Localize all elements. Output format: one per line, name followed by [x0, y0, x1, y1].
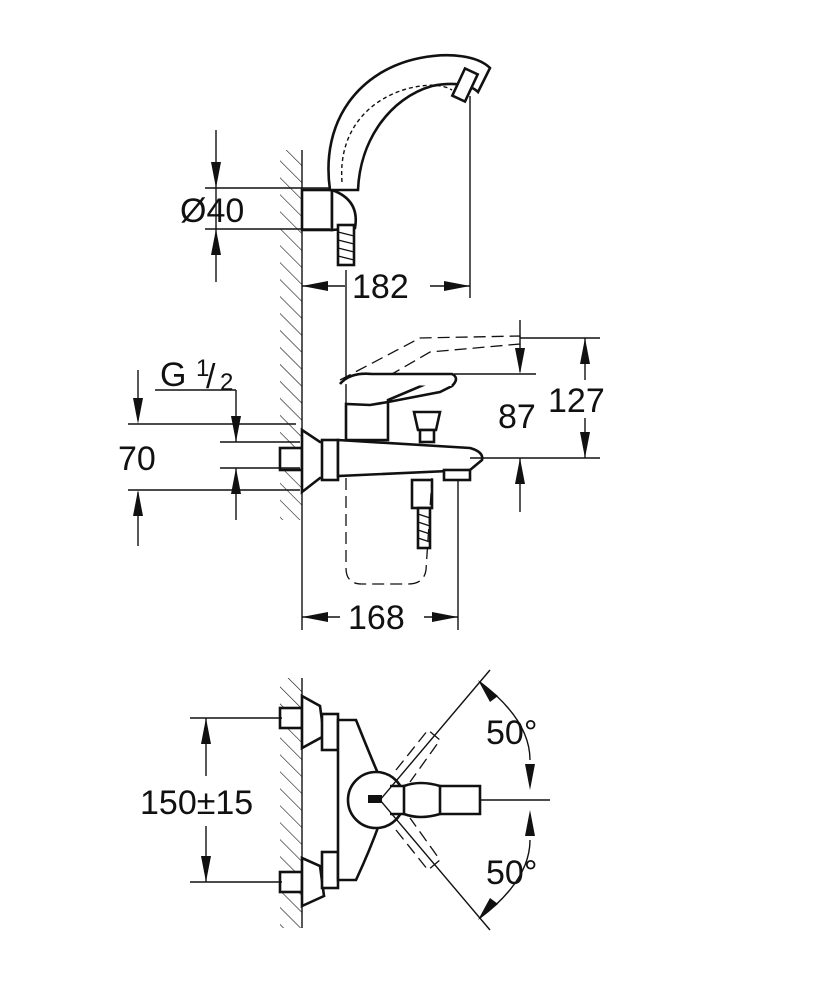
spout-projection-label: 168 — [348, 599, 405, 637]
lever-position-right-dashed — [395, 817, 441, 871]
thread-label-slash: / — [206, 358, 216, 396]
upper-inlet — [278, 693, 340, 752]
hand-shower — [327, 53, 492, 192]
plan-view: 50° 50° 150±15 — [140, 669, 550, 931]
shower-projection-dimension — [302, 96, 471, 298]
mixer-body — [278, 427, 484, 495]
diameter-dimension — [205, 130, 330, 282]
side-elevation-view: Ø40 182 — [118, 53, 605, 637]
lower-inlet — [278, 850, 340, 909]
centers-label: 150±15 — [140, 784, 253, 822]
diverter-knob — [412, 410, 442, 444]
lever-position-left-dashed — [395, 729, 441, 783]
thread-label-den: 2 — [220, 369, 233, 396]
thread-label-main: G — [160, 356, 186, 394]
lever-open-dashed — [339, 335, 521, 381]
height-dimensions — [454, 320, 600, 512]
thread-dimension — [155, 389, 300, 520]
angle-up-label: 50° — [486, 714, 537, 752]
spout-projection-dimension — [301, 480, 459, 630]
inlet-height-dimension — [128, 370, 300, 546]
cartridge-logo — [368, 795, 382, 803]
wall-hatch-lower — [280, 678, 302, 928]
diameter-label: Ø40 — [180, 192, 244, 230]
hand-shower-holder — [300, 188, 358, 267]
total-height-label: 127 — [548, 382, 605, 420]
centers-dimension — [190, 717, 282, 883]
inlet-height-label: 70 — [118, 440, 156, 478]
angle-down-label: 50° — [486, 854, 537, 892]
shower-projection-label: 182 — [352, 268, 409, 306]
lever-height-label: 87 — [498, 398, 536, 436]
bathtub-outline-dashed — [345, 477, 433, 585]
mixer-lever — [339, 372, 458, 442]
hose-connector — [410, 478, 434, 550]
wall-hatch-upper — [280, 150, 302, 520]
thread-label-num: 1 — [196, 355, 209, 382]
